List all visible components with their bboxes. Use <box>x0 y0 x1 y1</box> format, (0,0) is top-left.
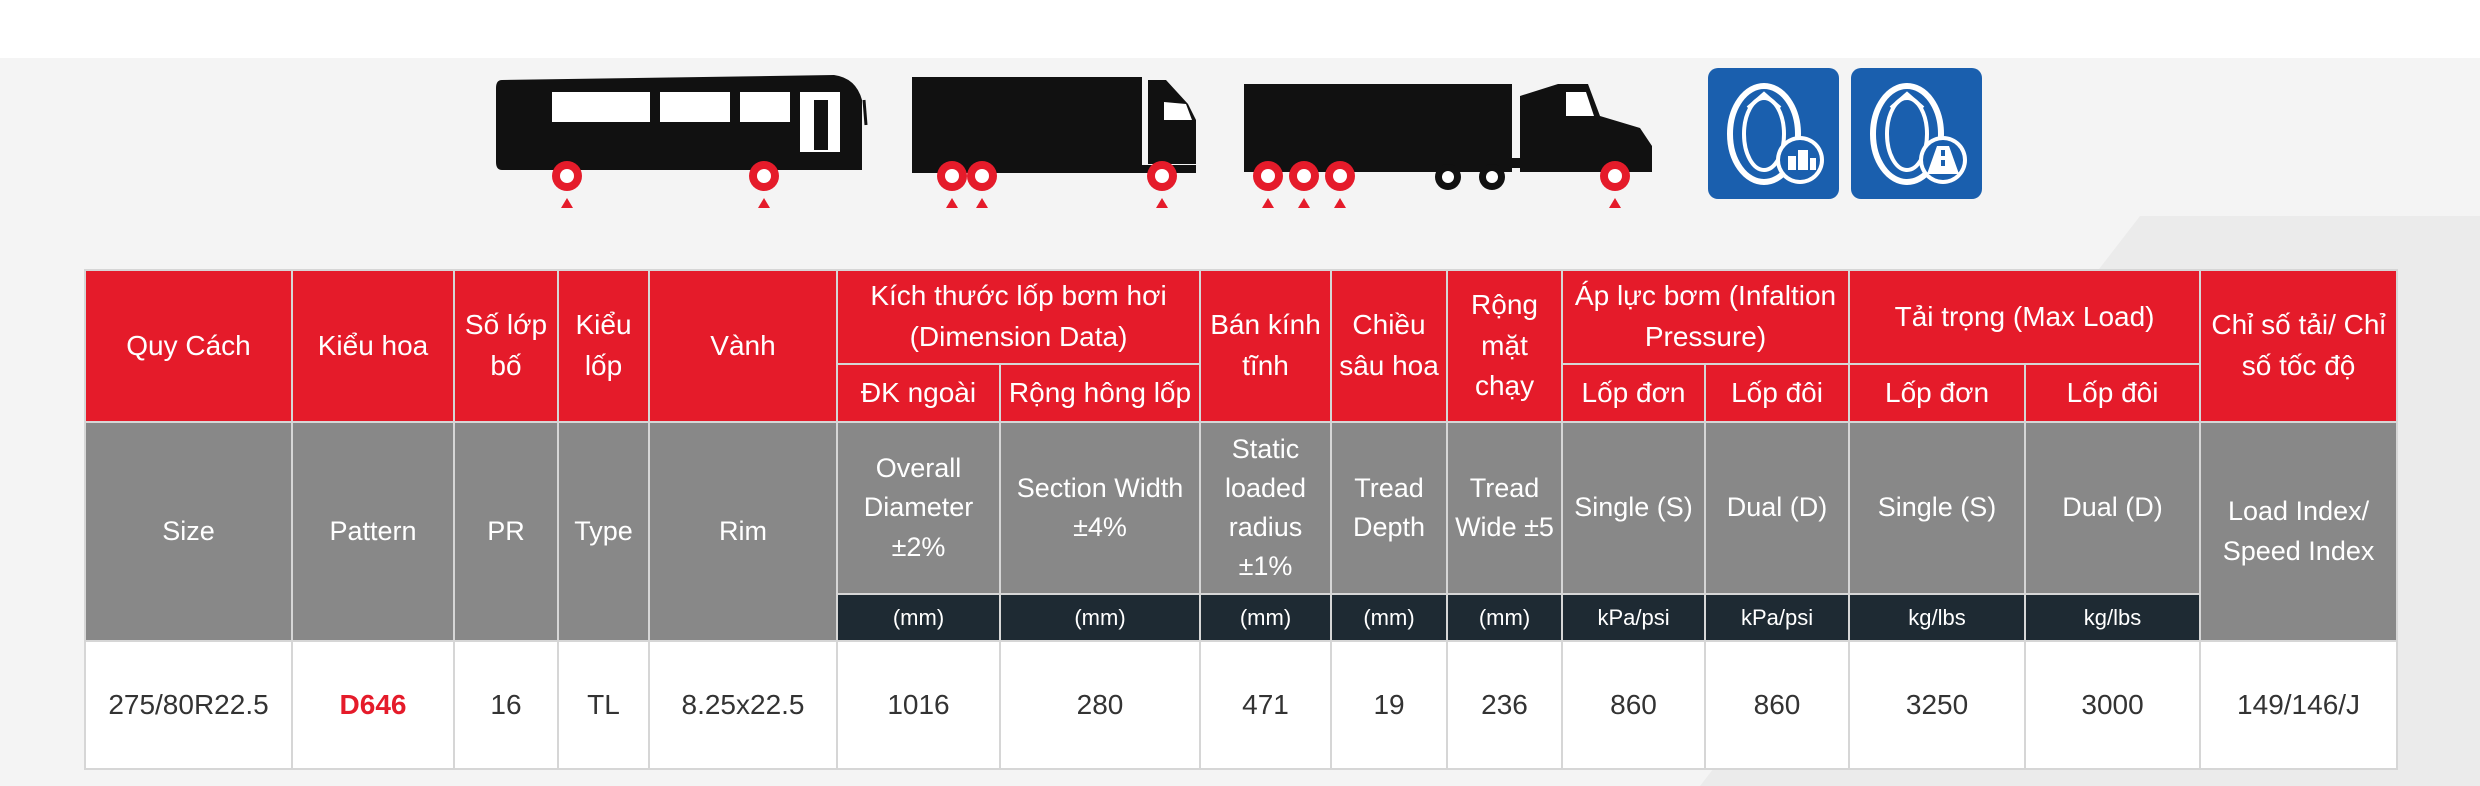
cell-section: 280 <box>998 640 1202 770</box>
unit-load-single: kg/lbs <box>1848 593 2027 642</box>
unit-section: (mm) <box>998 593 1202 642</box>
header-static-vn: Bán kính tĩnh <box>1199 269 1333 423</box>
cell-pressure-dual: 860 <box>1704 640 1851 770</box>
header-tread-depth-vn: Chiều sâu hoa <box>1330 269 1449 423</box>
cell-overall: 1016 <box>836 640 1001 770</box>
unit-static: (mm) <box>1199 593 1333 642</box>
header-pressure-single-en: Single (S) <box>1561 421 1707 595</box>
header-load-vn: Tải trọng (Max Load) <box>1848 269 2202 365</box>
semi-truck-icon <box>1244 84 1652 208</box>
header-type-vn: Kiểu lốp <box>557 269 650 423</box>
cell-pr: 16 <box>453 640 559 770</box>
header-pattern-vn: Kiểu hoa <box>291 269 455 423</box>
header-load-single-en: Single (S) <box>1848 421 2027 595</box>
header-size-vn: Quy Cách <box>84 269 293 423</box>
unit-tread-depth: (mm) <box>1330 593 1449 642</box>
unit-tread-wide: (mm) <box>1446 593 1564 642</box>
cell-rim: 8.25x22.5 <box>648 640 838 770</box>
cell-pattern: D646 <box>291 640 455 770</box>
header-pr-vn: Số lớp bố <box>453 269 559 423</box>
unit-overall: (mm) <box>836 593 1001 642</box>
header-pressure-vn: Áp lực bơm (Infaltion Pressure) <box>1561 269 1851 365</box>
header-load-dual-en: Dual (D) <box>2024 421 2202 595</box>
header-index-en: Load Index/ Speed Index <box>2199 421 2399 642</box>
box-truck-icon <box>912 77 1196 208</box>
header-section-vn: Rộng hông lốp <box>998 363 1202 423</box>
header-load-single-vn: Lốp đơn <box>1848 363 2027 423</box>
tire-highway-icon <box>1851 68 1982 199</box>
cell-load-single: 3250 <box>1848 640 2027 770</box>
cell-index: 149/146/J <box>2199 640 2399 770</box>
header-tread-depth-en: Tread Depth <box>1330 421 1449 595</box>
cell-tread-depth: 19 <box>1330 640 1449 770</box>
spec-table: Quy Cách Kiểu hoa Số lớp bố Kiểu lốp Vàn… <box>84 269 2399 770</box>
header-rim-vn: Vành <box>648 269 838 423</box>
header-pr-en: PR <box>453 421 559 642</box>
header-size-en: Size <box>84 421 293 642</box>
header-tread-wide-vn: Rộng mặt chạy <box>1446 269 1564 423</box>
header-index-vn: Chỉ số tải/ Chỉ số tốc độ <box>2199 269 2399 423</box>
header-pressure-dual-vn: Lốp đôi <box>1704 363 1851 423</box>
header-tread-wide-en: Tread Wide ±5 <box>1446 421 1564 595</box>
header-pattern-en: Pattern <box>291 421 455 642</box>
header-rim-en: Rim <box>648 421 838 642</box>
tire-urban-icon <box>1708 68 1839 199</box>
header-dimension-vn: Kích thước lốp bơm hơi (Dimension Data) <box>835 269 1202 365</box>
cell-tread-wide: 236 <box>1446 640 1564 770</box>
cell-size: 275/80R22.5 <box>84 640 293 770</box>
unit-pressure-dual: kPa/psi <box>1704 593 1851 642</box>
header-overall-vn: ĐK ngoài <box>836 363 1001 423</box>
header-pressure-single-vn: Lốp đơn <box>1561 363 1707 423</box>
unit-load-dual: kg/lbs <box>2024 593 2202 642</box>
header-type-en: Type <box>557 421 650 642</box>
header-overall-en: Overall Diameter ±2% <box>836 421 1001 595</box>
cell-static: 471 <box>1199 640 1333 770</box>
header-load-dual-vn: Lốp đôi <box>2024 363 2202 423</box>
cell-pressure-single: 860 <box>1561 640 1707 770</box>
header-static-en: Static loaded radius ±1% <box>1199 421 1333 595</box>
header-section-en: Section Width ±4% <box>998 421 1202 595</box>
bus-icon <box>496 75 868 208</box>
cell-type: TL <box>557 640 650 770</box>
cell-load-dual: 3000 <box>2024 640 2202 770</box>
table-row: 275/80R22.5 D646 16 TL 8.25x22.5 1016 28… <box>84 640 2399 770</box>
unit-pressure-single: kPa/psi <box>1561 593 1707 642</box>
header-pressure-dual-en: Dual (D) <box>1704 421 1851 595</box>
